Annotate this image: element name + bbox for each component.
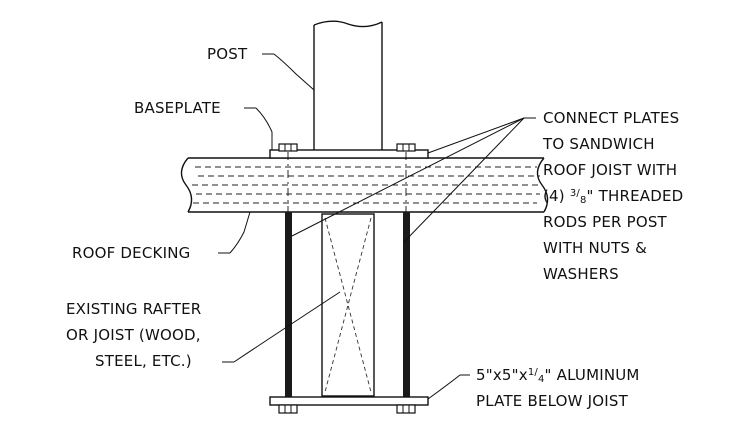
connect-line-3: ROOF JOIST WITH [543, 161, 677, 179]
label-existing-rafter: EXISTING RAFTER OR JOIST (WOOD, STEEL, E… [66, 300, 201, 370]
label-post: POST [207, 45, 248, 63]
baseplate [269, 149, 429, 159]
connect-fraction-slash: / [576, 188, 580, 199]
connect-line-4: (4) 3/8" THREADED [543, 187, 683, 206]
label-aluminum-plate: 5"x5"x1/4" ALUMINUM PLATE BELOW JOIST [476, 366, 640, 410]
label-connect-plates: CONNECT PLATES TO SANDWICH ROOF JOIST WI… [542, 109, 683, 283]
connect-fraction-den: 8 [580, 195, 587, 206]
threaded-rod-left [285, 212, 292, 397]
plate-line-1-suffix: " ALUMINUM [545, 366, 640, 384]
connect-fraction-num: 3 [570, 188, 577, 199]
plate-fraction-num: 1 [528, 367, 535, 378]
connect-line-6: WITH NUTS & [543, 239, 647, 257]
plate-line-1: 5"x5"x1/4" ALUMINUM [476, 366, 640, 385]
leader-roof-decking [218, 211, 251, 254]
aluminum-plate [269, 396, 429, 406]
top-nut-right [396, 143, 416, 152]
leader-connect-plates [291, 117, 536, 243]
top-nut-left [278, 143, 298, 152]
joist [321, 213, 375, 397]
plate-line-2: PLATE BELOW JOIST [476, 392, 629, 410]
leader-aluminum-plate [427, 374, 470, 400]
connect-line-5: RODS PER POST [543, 213, 668, 231]
connect-line-4-prefix: (4) [543, 187, 570, 205]
connect-line-7: WASHERS [543, 265, 619, 283]
leader-post [262, 53, 315, 91]
leader-baseplate [244, 107, 273, 150]
leader-existing-rafter [222, 291, 341, 363]
existing-line-3: STEEL, ETC.) [95, 352, 192, 370]
roof-decking [180, 157, 549, 213]
plate-fraction-den: 4 [538, 374, 545, 385]
connect-line-1: CONNECT PLATES [543, 109, 679, 127]
bottom-nut-right [396, 404, 416, 414]
existing-line-1: EXISTING RAFTER [66, 300, 201, 318]
bottom-nut-left [278, 404, 298, 414]
connect-line-4-suffix: " THREADED [587, 187, 684, 205]
plate-fraction-slash: / [534, 367, 538, 378]
connect-line-2: TO SANDWICH [542, 135, 655, 153]
label-roof-decking: ROOF DECKING [72, 244, 190, 262]
label-baseplate: BASEPLATE [134, 99, 221, 117]
existing-line-2: OR JOIST (WOOD, [66, 326, 201, 344]
plate-line-1-prefix: 5"x5"x [476, 366, 528, 384]
post [313, 20, 383, 150]
threaded-rod-right [403, 212, 410, 397]
